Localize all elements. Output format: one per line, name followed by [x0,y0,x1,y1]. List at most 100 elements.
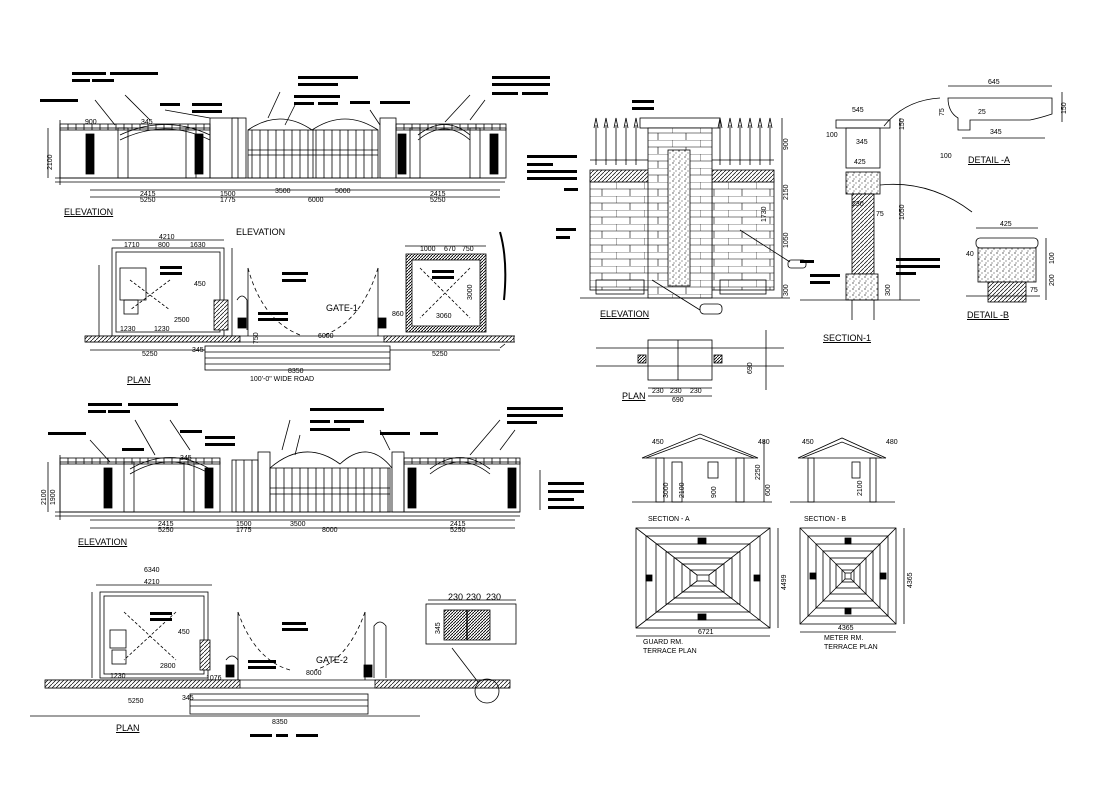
dim-det-a-75: 75 [939,108,946,116]
elevation-1-title: ELEVATION [64,207,114,217]
dim-det-a-100: 100 [940,153,952,160]
dim-sec-b-2100: 2100 [857,480,864,496]
dim-det-a-345: 345 [990,129,1002,136]
dim-plan2-gr-2800: 2800 [160,663,176,670]
dim-elev2-2415b: 2415 [450,521,466,528]
dim-plan1-mr-750: 750 [462,246,474,253]
dim-elev2-1775: 1775 [236,527,252,534]
guard-room-label: GUARD RM. [643,639,684,646]
dim-plan2-gr-1230: 1230 [110,673,126,680]
dim-elev2-8000: 8000 [322,527,338,534]
dim-sec1-100: 100 [826,132,838,139]
dim-elev2-1900: 1900 [50,489,57,505]
meter-room-terrace-label: TERRACE PLAN [824,644,878,651]
dim-elev2-5250: 5250 [158,527,174,534]
dim-elev2-345: 345 [180,455,192,462]
dim-plan2-345: 345 [182,695,194,702]
dim-pillar-plan-c: 230 [690,388,702,395]
dim-plan1-mr-1000: 1000 [420,246,436,253]
dim-plan1-total: 8350 [288,368,304,375]
section-a-title: SECTION - A [648,516,690,523]
dim-sec1-1050: 1050 [899,204,906,220]
dim-sec-a-2250: 2250 [755,464,762,480]
plan-1-title: PLAN [127,375,151,385]
dim-plan2-detail-230a: 230 [448,592,463,602]
meter-room-terrace-drawing [799,527,905,633]
dim-elev1-5250b: 5250 [430,197,446,204]
dim-sec-a-900: 900 [711,486,718,498]
dim-plan2-detail-345: 345 [435,622,442,634]
dim-elev1-5000: 5000 [335,188,351,195]
meter-room-label: METER RM. [824,635,864,642]
dim-sec1-545: 545 [852,107,864,114]
dim-sec-b-450: 450 [802,439,814,446]
section-1-drawing [800,97,973,320]
dim-elev1-2415b: 2415 [430,191,446,198]
dim-sec-a-2100: 2100 [679,482,686,498]
dim-plan1-gr-1230: 1230 [120,326,136,333]
dim-elev2-1500: 1500 [236,521,252,528]
dim-elev1-900: 900 [85,119,97,126]
dim-det-b-200: 200 [1049,274,1056,286]
dim-sec1-345: 345 [856,139,868,146]
section-1-notes [810,258,940,284]
dim-plan1-gate: 6000 [318,333,334,340]
dim-plan1-860: 860 [392,311,404,318]
guard-room-terrace-label: TERRACE PLAN [643,648,697,655]
elevation-2-title: ELEVATION [78,537,128,547]
detail-b-title: DETAIL -B [967,310,1010,320]
dim-sec1-75: 75 [876,211,884,218]
elevation-1-drawing [47,91,507,198]
dim-sec-a-480: 480 [758,439,770,446]
dim-elev1-3500: 3500 [275,188,291,195]
dim-pillar-plan-b: 230 [670,388,682,395]
dim-plan1-750: 750 [253,332,260,344]
dim-pillar-elev-690: 690 [747,362,754,374]
pillar-elevation-drawing [580,117,807,315]
dim-plan1-right: 5250 [432,351,448,358]
dimension-labels: 2415 5250 1500 1775 3500 5000 6000 2415 … [41,79,1068,726]
plan-2-title: PLAN [116,723,140,733]
guard-room-terrace-drawing [635,527,779,637]
dim-pillar-plan-a: 230 [652,388,664,395]
dim-plan2-gr-top: 6340 [144,567,160,574]
dim-det-b-425: 425 [1000,221,1012,228]
dim-sec-a-3000: 3000 [663,482,670,498]
dim-det-a-150: 150 [1061,102,1068,114]
dim-pillar-300: 300 [783,284,790,296]
dim-sec1-150: 150 [899,118,906,130]
elevation-top-title: ELEVATION [236,227,286,237]
road-label: 100'-0" WIDE ROAD [250,376,315,383]
detail-a-title: DETAIL -A [968,155,1011,165]
dim-mr-terrace-w: 4365 [838,625,854,632]
dim-plan2-left: 5250 [128,698,144,705]
dim-plan2-1076: 1076 [206,675,222,682]
dim-plan1-gr-2500: 2500 [174,317,190,324]
gate-1-label: GATE-1 [326,303,358,313]
dim-pillar-plan-total: 690 [672,397,684,404]
dim-pillar-1050: 1050 [783,232,790,248]
dim-plan1-left: 5250 [142,351,158,358]
pillar-elevation-notes [556,100,814,263]
plan-2-notes [150,612,318,737]
elevation-2-notes [48,403,584,509]
section-a-drawing [632,433,772,503]
dim-det-b-40: 40 [966,251,974,258]
dim-gr-terrace-h: 4499 [781,574,788,590]
dim-elev1-5250: 5250 [140,197,156,204]
pillar-plan-title: PLAN [622,391,646,401]
dim-elev1-6000: 6000 [308,197,324,204]
plan-1-notes [160,266,454,321]
dim-plan1-gr-width: 4210 [159,234,175,241]
dim-mr-terrace-h: 4365 [907,572,914,588]
dim-sec1-300: 300 [885,284,892,296]
gate-2-label: GATE-2 [316,655,348,665]
dim-plan2-detail-230c: 230 [486,592,501,602]
dim-plan1-mr-3000: 3000 [467,284,474,300]
dim-elev1-1500: 1500 [220,191,236,198]
detail-b-drawing [966,227,1047,303]
dim-elev1-2100: 2100 [47,154,54,170]
dim-sec1-230: 230 [852,201,864,208]
